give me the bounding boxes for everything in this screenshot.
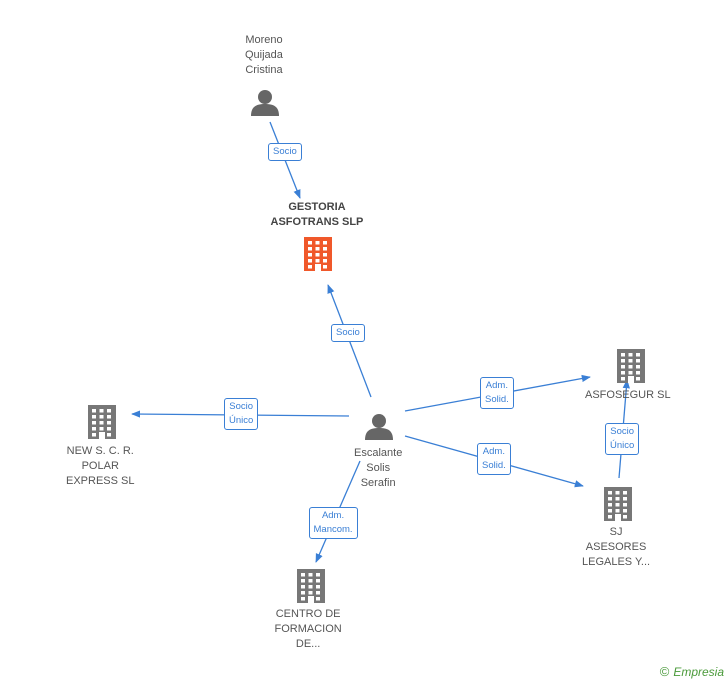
copyright-symbol: © (659, 664, 670, 679)
edge-label-line: Socio (610, 426, 635, 437)
node-label-line: Quijada (245, 49, 283, 61)
edge-label-line: Solid. (482, 460, 506, 471)
building-icon[interactable] (297, 569, 325, 603)
edge-label-line: Solid. (485, 394, 509, 405)
edge-label-line: Socio (273, 146, 297, 157)
node-label-line: Moreno (245, 34, 283, 46)
edge-label-line: Adm. (482, 446, 505, 457)
node-label-line: NEW S. C. R. (66, 445, 134, 457)
edge-label-line: Adm. (321, 510, 345, 521)
node-label-sj[interactable]: SJ ASESORES LEGALES Y... (582, 525, 650, 570)
node-label-line: EXPRESS SL (66, 475, 135, 487)
node-label-line: CENTRO DE (275, 608, 341, 620)
edge-label-e2[interactable]: Socio (331, 324, 365, 342)
building-icon[interactable] (88, 405, 116, 439)
empresia-brand: © Empresia (660, 664, 724, 679)
edge-label-e4[interactable]: Adm. Solid. (480, 377, 514, 409)
node-label-line: POLAR (81, 460, 119, 472)
edge-label-line: Socio (336, 327, 360, 338)
node-label-line: ASESORES (585, 541, 647, 553)
edge-label-line: Adm. (485, 380, 508, 391)
edge-label-e7[interactable]: Adm. Mancom. (308, 507, 358, 539)
person-icon[interactable] (251, 90, 279, 116)
node-label-line: DE... (295, 638, 321, 650)
node-label-line: ASFOSEGUR SL (585, 389, 671, 401)
node-label-line: GESTORIA (288, 201, 346, 213)
node-label-asfosegur[interactable]: ASFOSEGUR SL (585, 388, 671, 403)
node-label-line: FORMACION (274, 623, 342, 635)
node-label-newsc[interactable]: NEW S. C. R. POLAR EXPRESS SL (66, 444, 134, 489)
edge-label-line: Único (610, 440, 635, 451)
person-icon[interactable] (365, 414, 393, 440)
edge-label-e1[interactable]: Socio (268, 143, 302, 161)
node-label-line: Cristina (245, 64, 283, 76)
building-icon[interactable] (617, 349, 645, 383)
building-icon[interactable] (604, 487, 632, 521)
node-label-gestoria[interactable]: GESTORIA ASFOTRANS SLP (271, 200, 364, 230)
node-label-line: SJ (609, 526, 623, 538)
node-label-line: Serafin (360, 477, 396, 489)
node-label-line: LEGALES Y... (582, 556, 651, 568)
edge-label-line: Único (229, 415, 254, 426)
node-label-line: Escalante (354, 447, 403, 459)
building-icon[interactable] (304, 237, 332, 271)
edge-label-line: Mancom. (313, 524, 353, 535)
empresia-logo: Empresia (673, 664, 724, 679)
node-label-line: Solis (366, 462, 391, 474)
node-label-centro[interactable]: CENTRO DE FORMACION DE... (275, 607, 342, 652)
edge-label-e5[interactable]: Adm. Solid. (477, 443, 511, 475)
node-label-line: ASFOTRANS SLP (270, 216, 364, 228)
edge-label-line: Socio (229, 401, 254, 412)
